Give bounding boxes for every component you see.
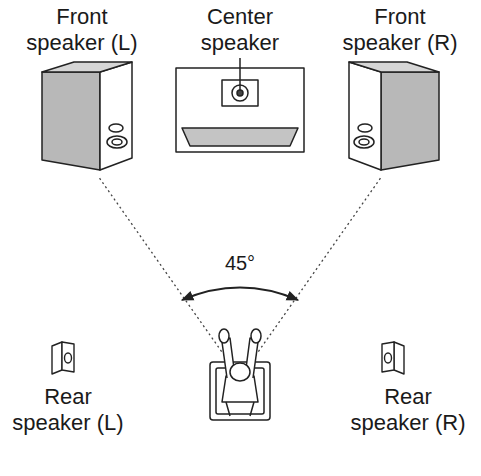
speaker-label: Center speaker <box>184 4 296 56</box>
angle-arc <box>182 288 298 301</box>
leader-line <box>239 58 241 90</box>
listener <box>210 329 270 420</box>
rear-left-speaker <box>52 342 74 374</box>
front-right-speaker <box>349 62 439 170</box>
speaker-label: Front speaker (R) <box>337 4 463 56</box>
rear-right-speaker <box>382 342 404 374</box>
speaker-label: Rear speaker (L) <box>5 384 131 436</box>
front-left-speaker <box>42 62 132 170</box>
speaker-label: Front speaker (L) <box>19 4 145 56</box>
angle-label: 45° <box>223 252 257 274</box>
speaker-label: Rear speaker (R) <box>345 384 471 436</box>
center-speaker <box>176 58 304 152</box>
sight-lines <box>98 176 382 372</box>
